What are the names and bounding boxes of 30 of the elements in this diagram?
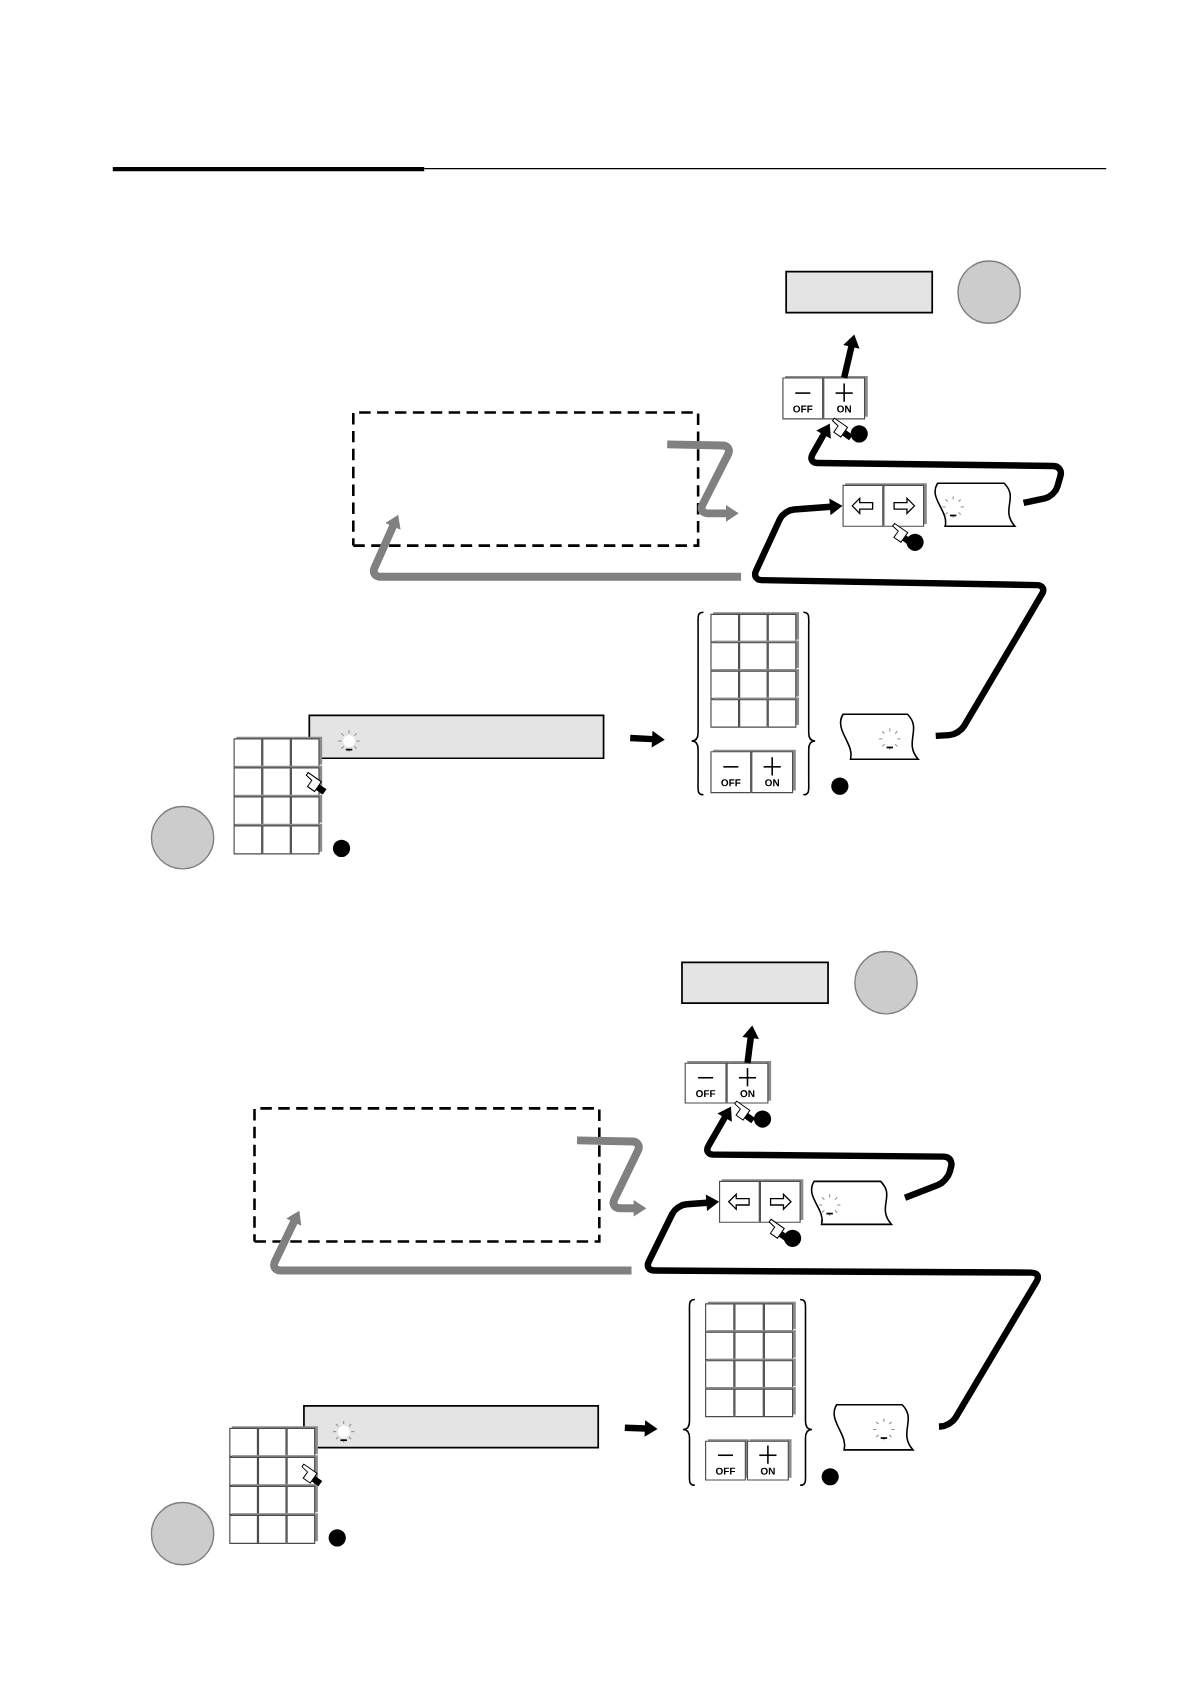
on-key: ON <box>751 749 796 794</box>
display-screen <box>785 270 934 314</box>
on-key: ON <box>726 1061 772 1104</box>
right-arrow-key <box>759 1179 804 1223</box>
display-screen <box>308 714 605 760</box>
left-arrow-key <box>842 483 887 527</box>
arrow <box>645 1194 1041 1430</box>
display-window <box>839 713 920 761</box>
keypad <box>233 736 323 855</box>
dashed-frame <box>352 411 700 547</box>
keypad <box>710 612 800 728</box>
display-screen <box>681 961 829 1004</box>
off-key: OFF <box>705 1439 749 1481</box>
brace <box>690 611 816 796</box>
brace <box>682 1298 813 1487</box>
display-screen <box>303 1405 600 1449</box>
left-arrow-key <box>719 1179 763 1223</box>
off-key: OFF <box>684 1061 730 1104</box>
display-window <box>833 1404 914 1451</box>
display-window <box>934 482 1016 528</box>
off-key: OFF <box>710 749 754 794</box>
right-arrow-key <box>883 483 927 527</box>
on-key: ON <box>823 375 868 420</box>
display-window <box>810 1180 893 1226</box>
keypad <box>229 1426 318 1544</box>
keypad <box>705 1301 796 1418</box>
dashed-frame <box>253 1107 601 1243</box>
off-key: OFF <box>782 375 826 420</box>
arrow <box>752 498 1047 740</box>
on-key: ON <box>746 1439 792 1481</box>
